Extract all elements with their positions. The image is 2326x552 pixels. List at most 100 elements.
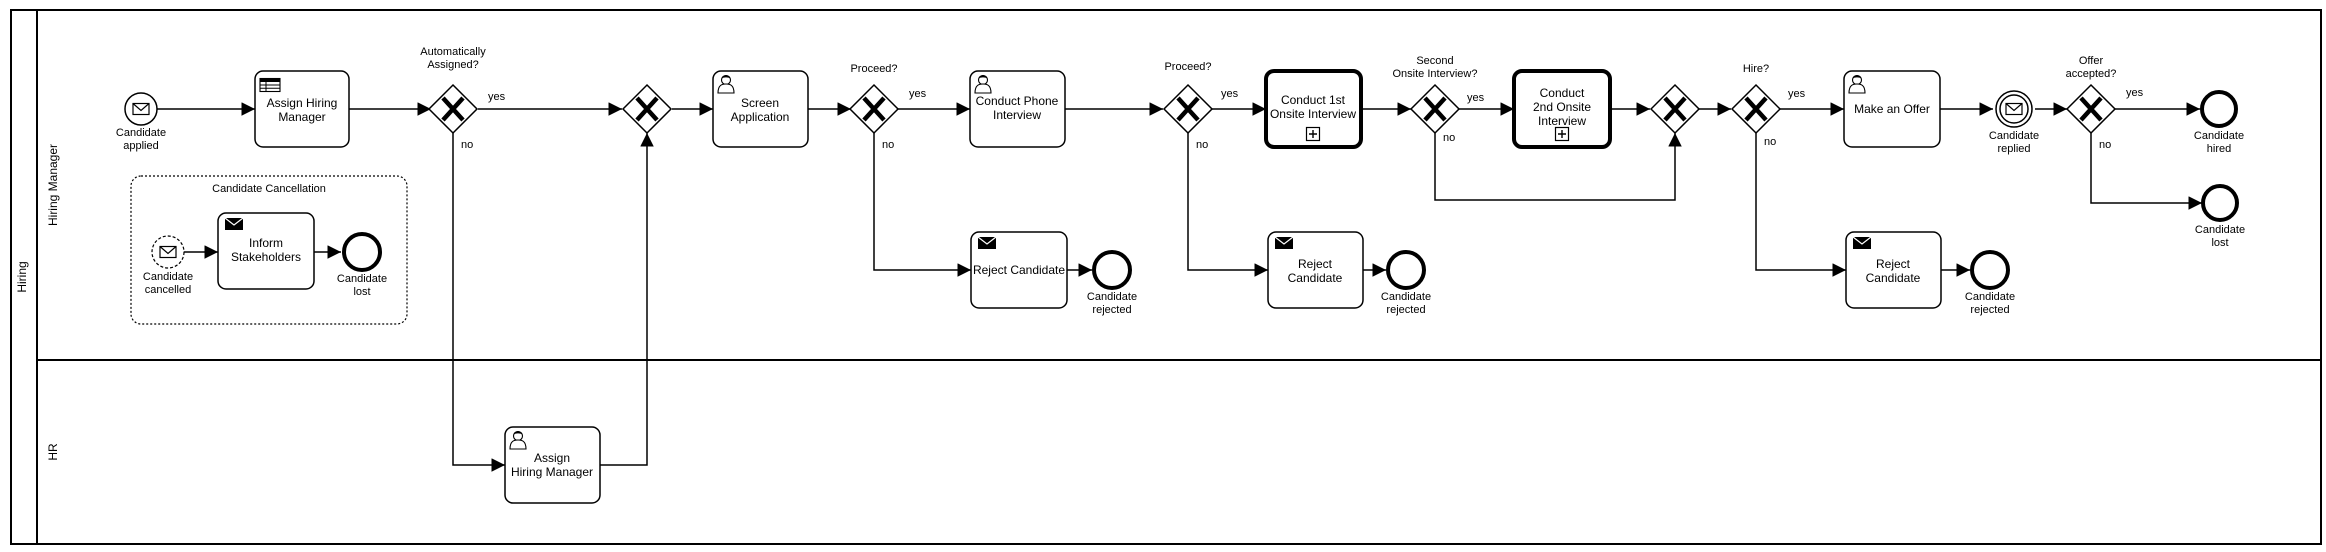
flow-label-yes: yes <box>1467 92 1485 104</box>
gateway-label: Proceed? <box>1164 61 1211 73</box>
message-start-icon <box>159 245 177 259</box>
flow-label-yes: yes <box>1788 88 1806 100</box>
event-candidate-rejected-1[interactable]: Candidate rejected <box>1087 250 1137 316</box>
flow-label-no: no <box>1443 132 1455 144</box>
task-label: Candidate <box>1288 271 1343 285</box>
gateway-proceed-2[interactable]: Proceed? <box>1162 61 1214 135</box>
event-label: Candidate <box>116 127 166 139</box>
event-label: Candidate <box>143 271 193 283</box>
sequence-flows <box>157 102 2202 472</box>
subprocess-conduct-1st-onsite[interactable]: Conduct 1st Onsite Interview <box>1264 69 1363 149</box>
gateway-auto-assigned[interactable]: Automatically Assigned? <box>420 46 486 135</box>
task-label: Onsite Interview <box>1270 107 1356 121</box>
task-label: Reject Candidate <box>973 263 1065 277</box>
event-label: lost <box>2211 237 2228 249</box>
gateway-label: Second <box>1416 55 1453 67</box>
flow-label-yes: yes <box>488 91 506 103</box>
task-label: Conduct 1st <box>1281 93 1346 107</box>
gateway-merge-1[interactable] <box>621 83 673 135</box>
collapsed-subprocess-icon <box>1305 126 1321 142</box>
task-label: Assign Hiring <box>267 96 338 110</box>
event-label: lost <box>353 286 370 298</box>
task-reject-candidate-3[interactable]: Reject Candidate <box>1845 231 1942 309</box>
message-start-icon <box>132 102 150 116</box>
flow-label-yes: yes <box>2126 87 2144 99</box>
send-task-icon <box>1274 236 1294 250</box>
flow-label-no: no <box>882 139 894 151</box>
event-candidate-applied[interactable]: Candidate applied <box>116 92 166 152</box>
event-label: Candidate <box>1965 291 2015 303</box>
event-label: Candidate <box>1381 291 1431 303</box>
lane-label-hiring-manager: Hiring Manager <box>46 144 60 226</box>
task-label: 2nd Onsite <box>1533 100 1591 114</box>
gateway-label: Proceed? <box>850 63 897 75</box>
task-label: Candidate <box>1866 271 1921 285</box>
gateway-label: Assigned? <box>427 59 478 71</box>
task-inform-stakeholders[interactable]: Inform Stakeholders <box>217 212 315 290</box>
pool-label: Hiring <box>15 261 29 292</box>
event-candidate-rejected-2[interactable]: Candidate rejected <box>1381 250 1431 316</box>
event-label: Candidate <box>2195 224 2245 236</box>
task-label: Manager <box>278 110 325 124</box>
event-candidate-replied[interactable]: Candidate replied <box>1989 90 2039 155</box>
task-reject-candidate-1[interactable]: Reject Candidate <box>970 231 1068 309</box>
task-label: Conduct Phone <box>976 94 1059 108</box>
event-label: cancelled <box>145 284 191 296</box>
task-assign-hiring-manager[interactable]: Assign Hiring Manager <box>254 70 350 148</box>
event-candidate-lost[interactable]: Candidate lost <box>2195 184 2245 249</box>
event-label: Candidate <box>2194 130 2244 142</box>
gateway-label: accepted? <box>2066 68 2117 80</box>
gateway-second-onsite[interactable]: Second Onsite Interview? <box>1393 55 1478 135</box>
task-hr-assign-hiring-manager[interactable]: Assign Hiring Manager <box>504 426 601 504</box>
event-label: rejected <box>1386 304 1425 316</box>
task-label: Conduct <box>1540 86 1585 100</box>
gateway-merge-2[interactable] <box>1649 83 1701 135</box>
flow-labels: yes no yes no yes no yes no yes no yes n… <box>461 87 2144 151</box>
gateway-label: Hire? <box>1743 63 1769 75</box>
task-conduct-phone-interview[interactable]: Conduct Phone Interview <box>969 70 1066 148</box>
gateway-label: Offer <box>2079 55 2104 67</box>
event-candidate-hired[interactable]: Candidate hired <box>2194 90 2244 155</box>
task-label: Interview <box>993 108 1041 122</box>
send-task-icon <box>1852 236 1872 250</box>
collapsed-subprocess-icon <box>1554 126 1570 142</box>
task-label: Reject <box>1298 257 1333 271</box>
message-catch-icon <box>2005 102 2023 116</box>
flow-label-no: no <box>1196 139 1208 151</box>
task-reject-candidate-2[interactable]: Reject Candidate <box>1267 231 1364 309</box>
gateway-label: Onsite Interview? <box>1393 68 1478 80</box>
event-label: Candidate <box>1989 130 2039 142</box>
event-label: hired <box>2207 143 2231 155</box>
event-candidate-rejected-3[interactable]: Candidate rejected <box>1965 250 2015 316</box>
flow-label-no: no <box>2099 139 2111 151</box>
subprocess-title: Candidate Cancellation <box>212 183 326 195</box>
business-rule-icon <box>259 77 281 93</box>
event-label: Candidate <box>1087 291 1137 303</box>
task-screen-application[interactable]: Screen Application <box>712 70 809 148</box>
gateway-proceed-1[interactable]: Proceed? <box>848 63 900 135</box>
lane-label-hr: HR <box>46 443 60 461</box>
task-label: Interview <box>1538 114 1586 128</box>
flow-label-no: no <box>461 139 473 151</box>
task-label: Stakeholders <box>231 250 301 264</box>
send-task-icon <box>977 236 997 250</box>
event-label: Candidate <box>337 273 387 285</box>
gateway-hire[interactable]: Hire? <box>1730 63 1782 135</box>
task-label: Screen <box>741 96 779 110</box>
flow-label-no: no <box>1764 136 1776 148</box>
task-label: Hiring Manager <box>511 465 593 479</box>
event-label: rejected <box>1092 304 1131 316</box>
task-label: Application <box>731 110 790 124</box>
candidate-cancellation-subprocess[interactable]: Candidate Cancellation <box>130 175 408 325</box>
subprocess-conduct-2nd-onsite[interactable]: Conduct 2nd Onsite Interview <box>1512 69 1612 149</box>
event-label: applied <box>123 140 158 152</box>
event-candidate-cancelled[interactable]: Candidate cancelled <box>143 235 193 296</box>
event-candidate-lost-sub[interactable]: Candidate lost <box>337 232 387 298</box>
task-make-an-offer[interactable]: Make an Offer <box>1843 70 1941 148</box>
flow-label-yes: yes <box>1221 88 1239 100</box>
task-label: Reject <box>1876 257 1911 271</box>
gateway-label: Automatically <box>420 46 486 58</box>
gateway-offer-accepted[interactable]: Offer accepted? <box>2066 55 2117 135</box>
flow-label-yes: yes <box>909 88 927 100</box>
